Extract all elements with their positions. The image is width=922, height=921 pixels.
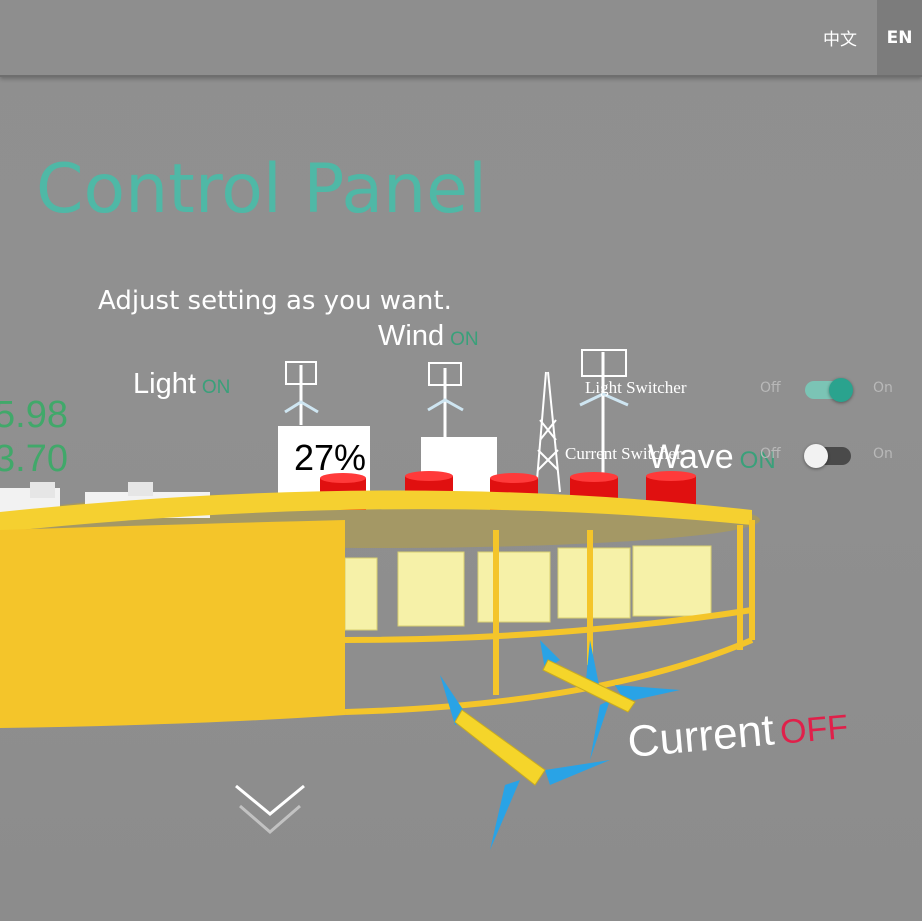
light-label-text: Light [133, 368, 196, 400]
language-zh-button[interactable]: 中文 [823, 30, 857, 50]
light-switch-off-text: Off [760, 380, 781, 396]
small-turbine-3 [579, 349, 629, 478]
readout-2: 3.70 [0, 438, 68, 480]
current-switch-toggle[interactable] [804, 444, 851, 468]
current-switch-off-text: Off [760, 446, 781, 462]
readout-1: 5.98 [0, 394, 68, 436]
language-en-button[interactable]: EN [877, 0, 922, 75]
current-switch-on-text: On [873, 446, 893, 462]
platform-frame [344, 520, 755, 715]
display-percent: 27% [294, 437, 366, 478]
light-switch-knob [829, 378, 853, 402]
lattice-tower [535, 371, 561, 493]
scroll-down-chevron-icon[interactable] [232, 780, 308, 842]
light-switch-row: Light Switcher [585, 373, 687, 403]
wave-status: ON [739, 447, 776, 474]
platform-deck [0, 490, 752, 532]
page-title: Control Panel [36, 150, 487, 229]
current-switch-row: Current Switcher [565, 439, 682, 469]
platform-hull [0, 520, 345, 728]
small-turbine-1 [284, 361, 319, 425]
current-switch-label: Current Switcher [565, 444, 682, 463]
wind-status: ON [450, 329, 479, 350]
light-switch-label: Light Switcher [585, 378, 687, 397]
page-subtitle: Adjust setting as you want. [98, 286, 452, 316]
wave-buoys [344, 545, 712, 631]
light-switch-toggle[interactable] [805, 378, 853, 402]
wave-label-text: Wave [648, 438, 734, 476]
current-turbines [440, 640, 680, 850]
current-switch-knob [804, 444, 828, 468]
wind-label-text: Wind [378, 320, 445, 352]
light-status: ON [201, 377, 231, 398]
light-switch-on-text: On [873, 380, 893, 396]
small-turbine-2 [427, 362, 464, 437]
current-status: OFF [778, 707, 850, 752]
top-bar: 中文 EN [0, 0, 922, 77]
